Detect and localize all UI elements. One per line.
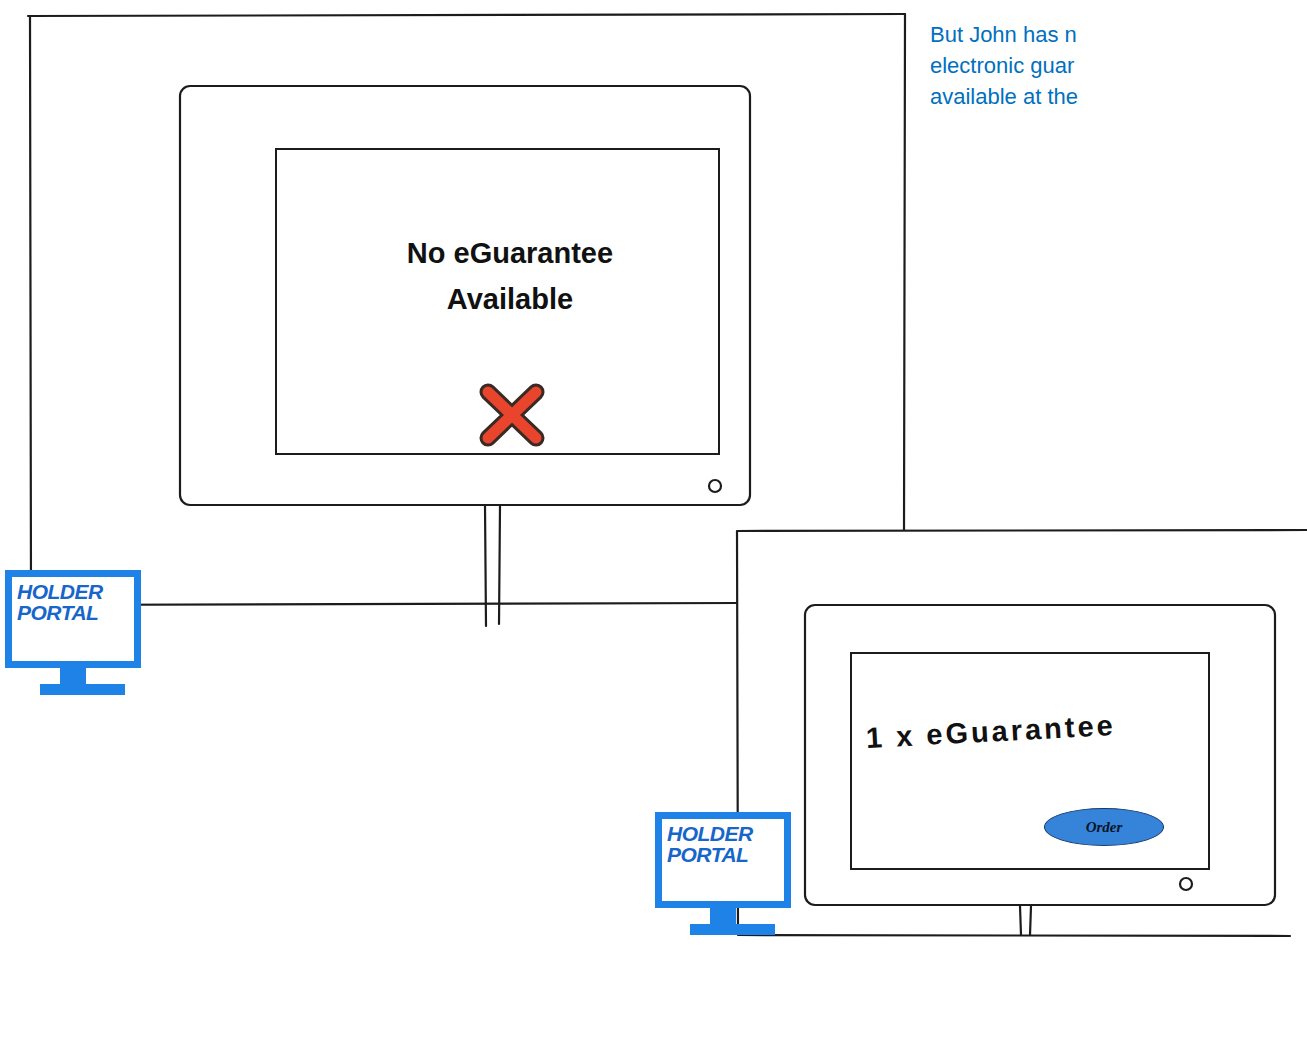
desk-outline <box>904 14 905 535</box>
portal-icon: HOLDER PORTAL <box>5 570 141 668</box>
screen-message: No eGuarantee Available <box>385 230 635 322</box>
screen-message: 1 x eGuarantee <box>865 707 1116 756</box>
portal-icon: HOLDER PORTAL <box>655 812 791 908</box>
icon-stand <box>40 684 125 695</box>
button-label: Order <box>1086 819 1123 836</box>
error-cross <box>488 392 536 438</box>
power-button <box>1180 878 1192 890</box>
screen-panel: 1 x eGuaranteeOrder <box>850 652 1210 870</box>
note-text: But John has n electronic guar available… <box>930 19 1102 112</box>
desk-outline <box>737 530 1307 936</box>
portal-label: HOLDER PORTAL <box>17 581 127 623</box>
screen-panel: No eGuarantee Available <box>275 148 720 455</box>
monitor-frame <box>805 605 1275 905</box>
icon-stand <box>710 908 736 925</box>
icon-stand <box>60 668 86 685</box>
order-button: Order <box>1044 808 1164 846</box>
power-button <box>709 480 721 492</box>
monitor-stand <box>485 506 500 626</box>
monitor-frame <box>180 86 750 505</box>
portal-label: HOLDER PORTAL <box>667 823 777 865</box>
icon-stand <box>690 924 775 935</box>
desk-outline <box>30 16 31 600</box>
note-block: But John has n electronic guar available… <box>930 19 1102 112</box>
monitor-backdrop <box>737 530 1307 936</box>
monitor-stand <box>1020 906 1031 935</box>
desk-outline <box>28 14 905 16</box>
